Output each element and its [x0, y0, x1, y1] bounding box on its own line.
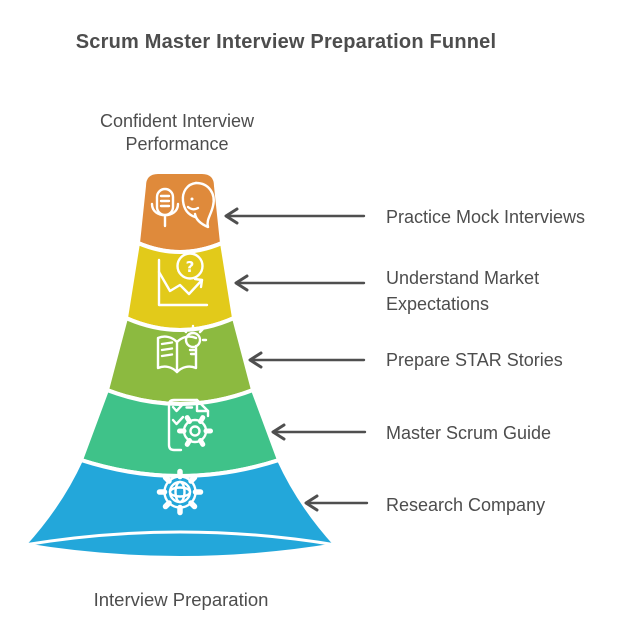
stage-label-practice-mock-interviews: Practice Mock Interviews	[386, 207, 586, 227]
funnel-segment-practice-mock-interviews	[136, 170, 224, 254]
stage-label-research-company: Research Company	[386, 495, 546, 515]
arrow-understand-market-expectations	[234, 274, 366, 292]
open-book-lightbulb-icon	[156, 324, 208, 374]
arrow-practice-mock-interviews	[224, 207, 366, 225]
stage-label-understand-market-expectations: Understand Market Expectations	[386, 268, 540, 314]
funnel-segment-prepare-star-stories	[105, 316, 255, 406]
page-title: Scrum Master Interview Preparation Funne…	[75, 31, 497, 53]
funnel-input-label: Interview Preparation	[93, 589, 269, 610]
stage-label-prepare-star-stories: Prepare STAR Stories	[386, 350, 563, 370]
arrow-research-company	[304, 494, 369, 512]
checklist-gear-icon	[167, 398, 213, 452]
segment-icons: ?	[150, 181, 215, 516]
connector-arrows	[224, 207, 369, 512]
funnel-output-label: Confident Interview Performance	[99, 111, 255, 154]
arrow-prepare-star-stories	[248, 351, 366, 369]
interview-woman-microphone-icon	[150, 181, 215, 229]
arrow-master-scrum-guide	[271, 423, 367, 441]
question-mark-glyph: ?	[186, 258, 195, 276]
stage-label-master-scrum-guide: Master Scrum Guide	[386, 423, 552, 443]
globe-gear-icon	[156, 468, 204, 516]
funnel-segments	[22, 170, 338, 560]
chart-question-icon: ?	[157, 252, 209, 307]
funnel-base-rim	[23, 530, 337, 547]
